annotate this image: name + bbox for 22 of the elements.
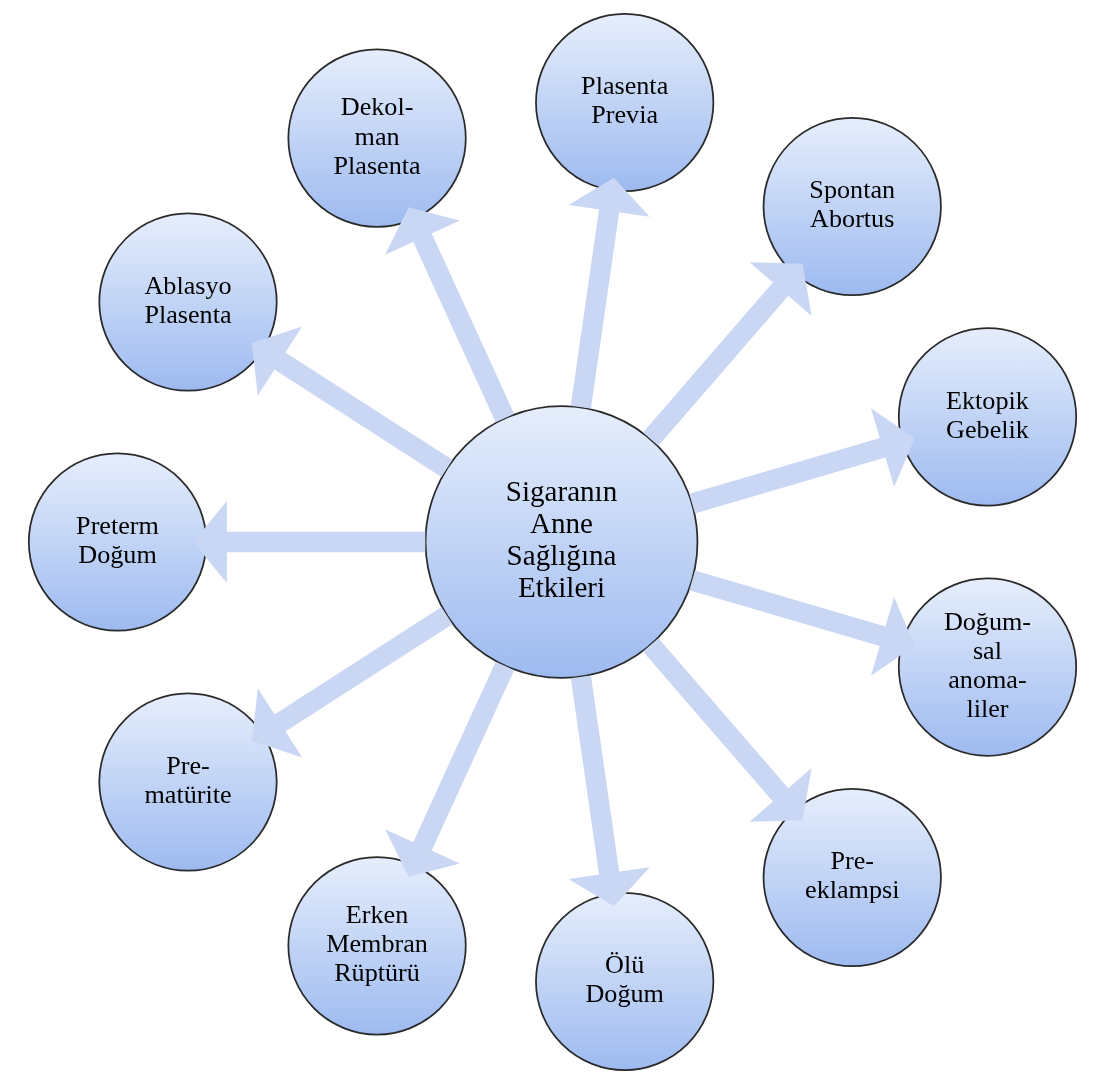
arrow bbox=[251, 607, 452, 758]
node-circle: Sigaranın Anne Sağlığına Etkileri bbox=[424, 405, 698, 679]
arrow bbox=[642, 638, 812, 822]
arrow bbox=[568, 675, 650, 907]
node-circle: Ölü Doğum bbox=[534, 891, 714, 1072]
node-circle: Spontan Abortus bbox=[762, 116, 942, 297]
node-circle: Ektopik Gebelik bbox=[897, 327, 1077, 507]
node-circle: Plasenta Previa bbox=[534, 12, 714, 193]
arrow bbox=[384, 207, 514, 423]
node-circle: Doğum-sal anoma-liler bbox=[897, 577, 1077, 757]
arrow bbox=[688, 408, 915, 514]
node-circle: Dekol-man Plasenta bbox=[287, 48, 467, 228]
arrow bbox=[192, 500, 425, 583]
node-circle: Erken Membran Rüptürü bbox=[287, 856, 467, 1036]
node-circle: Preterm Doğum bbox=[27, 452, 207, 632]
node-circle: Pre-eklampsi bbox=[762, 787, 942, 968]
arrow bbox=[251, 326, 452, 477]
node-circle: Pre-matürite bbox=[97, 692, 278, 872]
arrow bbox=[568, 177, 650, 409]
arrow bbox=[642, 262, 812, 446]
arrow bbox=[384, 661, 514, 877]
node-circle: Ablasyo Plasenta bbox=[97, 212, 278, 392]
